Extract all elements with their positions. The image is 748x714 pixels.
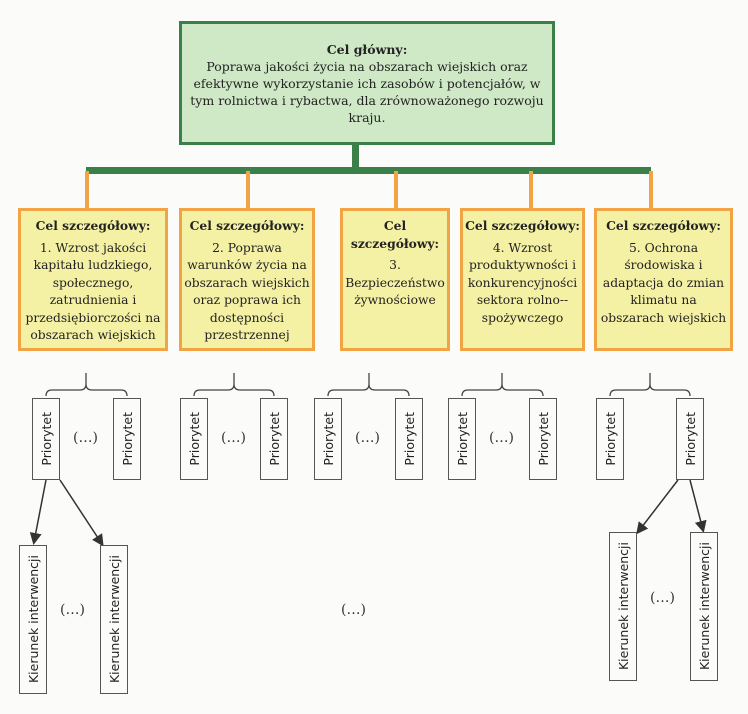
goal-text: 1. Wzrost jakości kapitału ludzkiego, sp… [25, 240, 161, 343]
connector-4 [529, 171, 533, 209]
ellipsis: (…) [355, 430, 380, 446]
main-goal-text: Poprawa jakości życia na obszarach wiejs… [190, 58, 544, 125]
main-goal-box: Cel główny: Poprawa jakości życia na obs… [179, 21, 555, 145]
arrow-right-2 [689, 479, 707, 533]
ellipsis: (…) [650, 590, 675, 606]
connector-2 [246, 171, 250, 209]
brace-2 [193, 373, 275, 397]
specific-goal-4: Cel szczegółowy: 4. Wzrost produktywnośc… [460, 208, 585, 351]
priority-label: Priorytet [682, 412, 698, 466]
priority-box: Priorytet [32, 398, 60, 480]
intervention-box: Kierunek interwencji [690, 532, 718, 681]
priority-box: Priorytet [596, 398, 624, 480]
priority-box: Priorytet [113, 398, 141, 480]
intervention-label: Kierunek interwencji [615, 542, 631, 671]
priority-label: Priorytet [602, 412, 618, 466]
priority-label: Priorytet [320, 412, 336, 466]
arrow-right-1 [636, 479, 679, 535]
priority-box: Priorytet [676, 398, 704, 480]
specific-goal-5: Cel szczegółowy: 5. Ochrona środowiska i… [594, 208, 733, 351]
specific-goal-1: Cel szczegółowy: 1. Wzrost jakości kapit… [18, 208, 168, 351]
goal-title: Cel szczegółowy: [35, 218, 151, 233]
priority-label: Priorytet [186, 412, 202, 466]
priority-box: Priorytet [314, 398, 342, 480]
priority-label: Priorytet [119, 412, 135, 466]
specific-goal-3: Cel szczegółowy: 3. Bezpieczeństwo żywno… [340, 208, 450, 351]
goal-text: 5. Ochrona środowiska i adaptacja do zmi… [600, 240, 727, 325]
goal-title: Cel szczegółowy: [606, 218, 721, 233]
ellipsis: (…) [73, 430, 98, 446]
connector-3 [394, 171, 398, 209]
intervention-label: Kierunek interwencji [696, 542, 712, 671]
intervention-label: Kierunek interwencji [106, 555, 122, 684]
arrow-left-2 [59, 479, 104, 547]
goal-text: 4. Wzrost produktywności i konkurencyjno… [467, 240, 578, 325]
ellipsis: (…) [221, 430, 246, 446]
priority-box: Priorytet [180, 398, 208, 480]
priority-box: Priorytet [529, 398, 557, 480]
intervention-box: Kierunek interwencji [609, 532, 637, 681]
intervention-label: Kierunek interwencji [25, 555, 41, 684]
brace-1 [45, 373, 128, 397]
priority-label: Priorytet [401, 412, 417, 466]
brace-5 [609, 373, 691, 397]
main-bar [86, 167, 651, 174]
arrow-left-1 [29, 479, 47, 545]
goal-text: 2. Poprawa warunków życia na obszarach w… [184, 240, 310, 343]
connector-5 [649, 171, 653, 209]
ellipsis: (…) [341, 602, 366, 618]
connector-1 [85, 171, 89, 209]
goal-text: 3. Bezpieczeństwo żywnościowe [345, 258, 445, 307]
priority-label: Priorytet [454, 412, 470, 466]
priority-label: Priorytet [535, 412, 551, 466]
goal-title: Cel szczegółowy: [189, 218, 305, 233]
main-stem [352, 145, 359, 172]
intervention-box: Kierunek interwencji [100, 545, 128, 694]
intervention-box: Kierunek interwencji [19, 545, 47, 694]
specific-goal-2: Cel szczegółowy: 2. Poprawa warunków życ… [179, 208, 315, 351]
priority-box: Priorytet [395, 398, 423, 480]
main-goal-title: Cel główny: [326, 41, 408, 57]
ellipsis: (…) [489, 430, 514, 446]
brace-3 [327, 373, 410, 397]
priority-box: Priorytet [448, 398, 476, 480]
goal-title: Cel szczegółowy: [465, 218, 580, 233]
brace-4 [461, 373, 544, 397]
priority-box: Priorytet [260, 398, 288, 480]
goal-title: Cel szczegółowy: [350, 218, 440, 251]
priority-label: Priorytet [38, 412, 54, 466]
priority-label: Priorytet [266, 412, 282, 466]
ellipsis: (…) [60, 602, 85, 618]
